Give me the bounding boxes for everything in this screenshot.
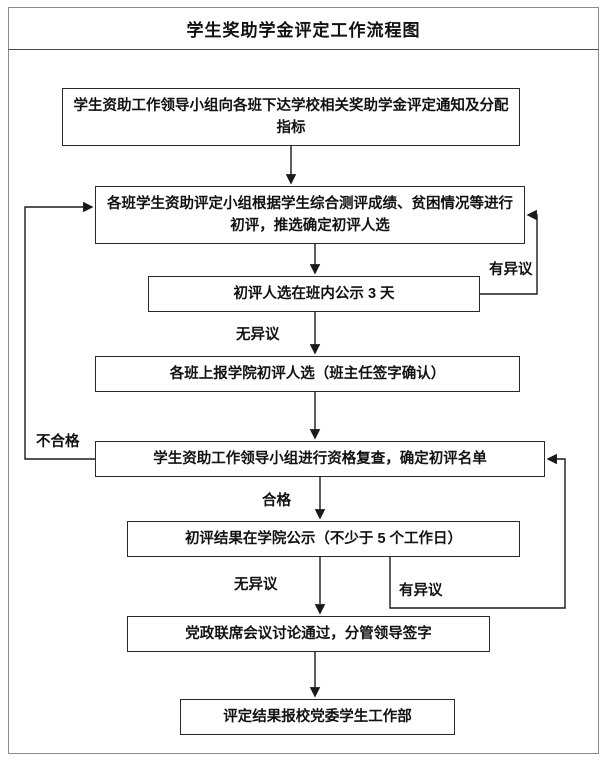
- node-final-report: 评定结果报校党委学生工作部: [180, 699, 455, 735]
- node-notice: 学生资助工作领导小组向各班下达学校相关奖助学金评定通知及分配指标: [62, 88, 520, 146]
- label-objection-1: 有异议: [489, 262, 533, 278]
- label-qualified: 合格: [262, 493, 291, 509]
- node-college-publicity: 初评结果在学院公示（不少于 5 个工作日）: [127, 521, 520, 557]
- label-no-objection-1: 无异议: [236, 327, 280, 343]
- page-title: 学生奖助学金评定工作流程图: [8, 7, 599, 50]
- label-unqualified: 不合格: [36, 434, 80, 450]
- label-no-objection-2: 无异议: [234, 577, 278, 593]
- node-report-to-college: 各班上报学院初评人选（班主任签字确认）: [95, 356, 520, 392]
- node-class-publicity: 初评人选在班内公示 3 天: [148, 276, 480, 312]
- label-objection-2: 有异议: [399, 583, 443, 599]
- node-qualification-check: 学生资助工作领导小组进行资格复查，确定初评名单: [95, 441, 545, 477]
- node-joint-meeting: 党政联席会议讨论通过，分管领导签字: [127, 616, 490, 652]
- node-initial-review: 各班学生资助评定小组根据学生综合测评成绩、贫困情况等进行初评，推选确定初评人选: [95, 186, 525, 244]
